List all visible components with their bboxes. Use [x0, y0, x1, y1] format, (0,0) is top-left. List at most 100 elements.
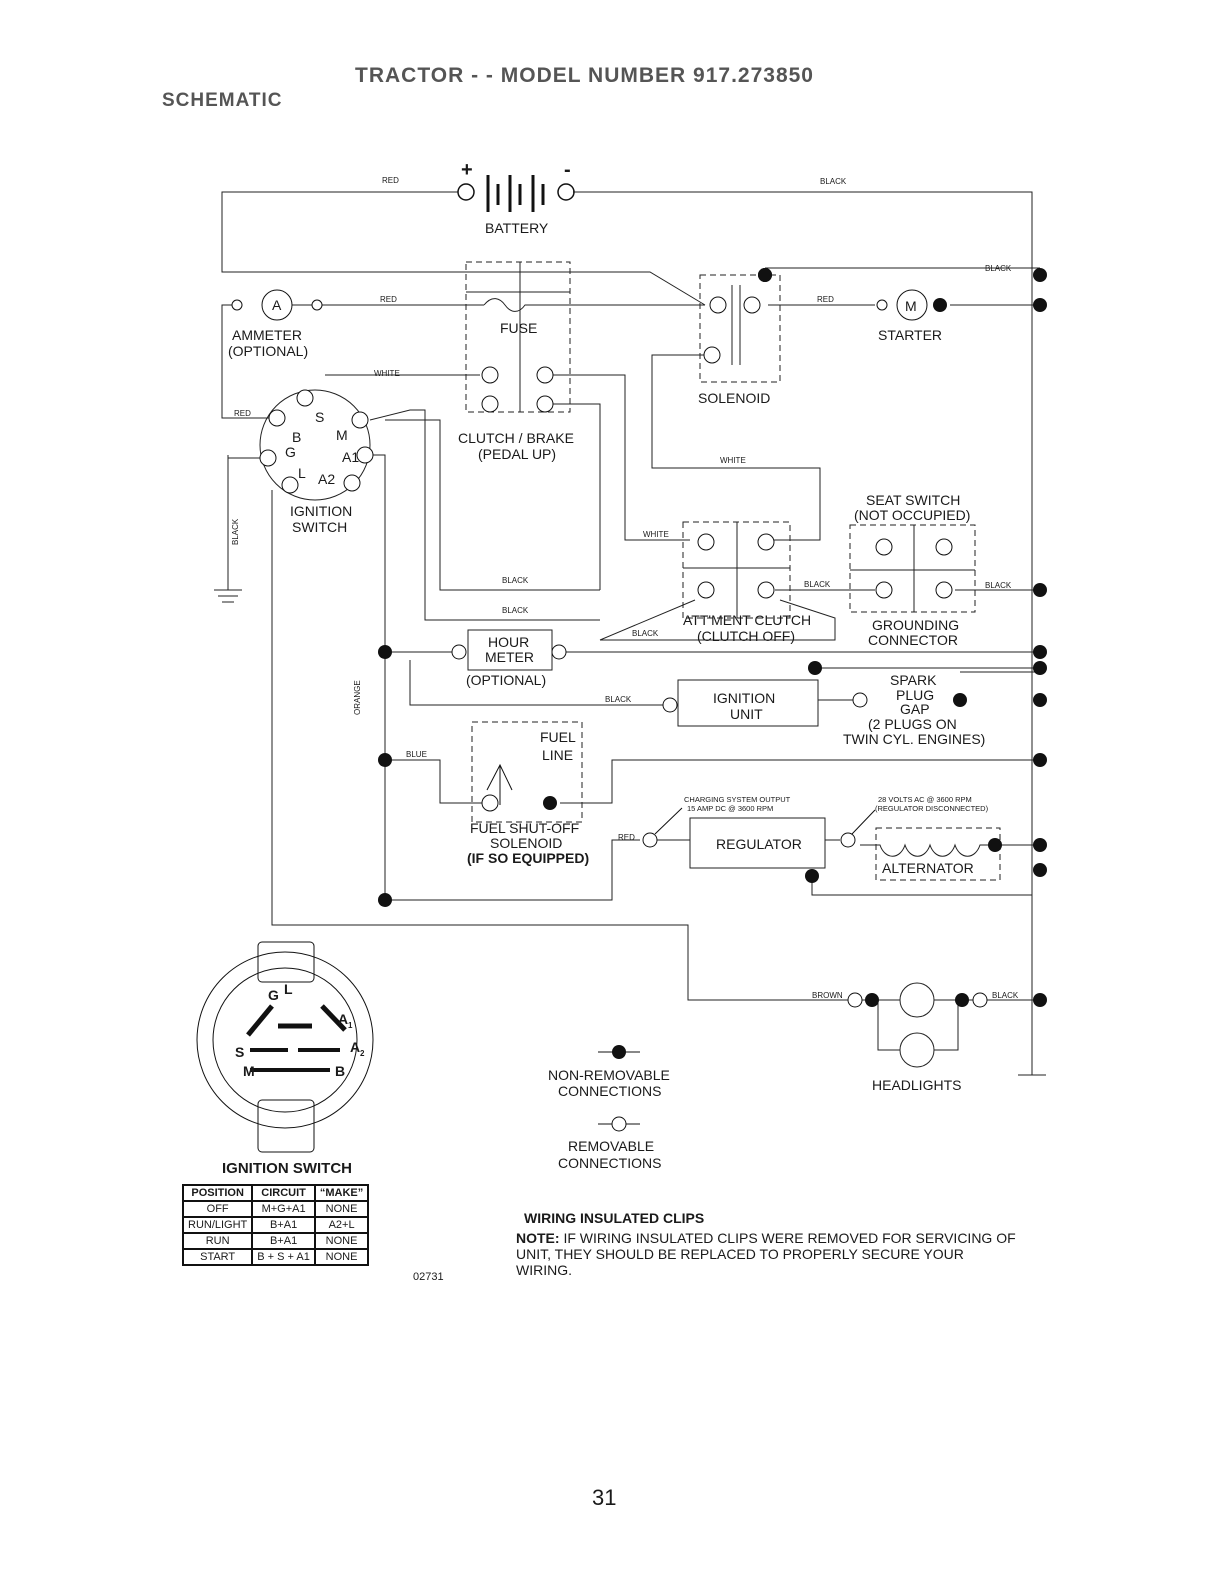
wire-label-black-unit: BLACK [605, 695, 632, 704]
terminal-b: B [292, 429, 301, 445]
wire-label-red-battery: RED [382, 176, 399, 185]
starter-motor-icon [896, 289, 928, 321]
hour-meter-optional: (OPTIONAL) [466, 672, 546, 688]
hour-meter-label-1: HOUR [488, 634, 529, 650]
fuel-solenoid-label-1: FUEL SHUT-OFF [470, 820, 579, 836]
spark-label-5: TWIN CYL. ENGINES) [843, 731, 985, 747]
terminal-l: L [298, 465, 306, 481]
wire-label-black-ground: BLACK [985, 581, 1012, 590]
charging-label-1: CHARGING SYSTEM OUTPUT [684, 795, 791, 804]
ignition-switch-label-1: IGNITION [290, 503, 352, 519]
wire-label-red-b: RED [234, 409, 251, 418]
non-removable-legend-dot [612, 1045, 626, 1059]
ignition-switch-label-2: SWITCH [292, 519, 347, 535]
regulator-label: REGULATOR [716, 836, 802, 852]
legend-removable-1: REMOVABLE [568, 1138, 654, 1154]
face-a1: A [338, 1011, 348, 1027]
ignition-switch-face [196, 941, 374, 1153]
charging-label-2: 15 AMP DC @ 3600 RPM [687, 804, 773, 813]
fuel-line-label-2: LINE [542, 747, 573, 763]
table-row: RUN B+A1 NONE [181, 1232, 370, 1250]
clips-note: NOTE: IF WIRING INSULATED CLIPS WERE REM… [516, 1230, 1016, 1278]
starter-label: STARTER [878, 327, 942, 343]
wire-label-black-seat: BLACK [804, 580, 831, 589]
spark-label-1: SPARK [890, 672, 937, 688]
face-b: B [335, 1063, 345, 1079]
wire-label-red-starter: RED [817, 295, 834, 304]
face-m: M [243, 1063, 255, 1079]
fuel-solenoid-label-2: SOLENOID [490, 835, 562, 851]
wire-label-black-lights: BLACK [992, 991, 1019, 1000]
clips-title: WIRING INSULATED CLIPS [524, 1210, 705, 1226]
spark-label-4: (2 PLUGS ON [868, 716, 957, 732]
hour-meter-label-2: METER [485, 649, 534, 665]
wire-label-white-top: WHITE [374, 369, 400, 378]
grounding-label-2: CONNECTOR [868, 632, 958, 648]
note-label: NOTE: [516, 1230, 560, 1246]
ignition-table-title: IGNITION SWITCH [222, 1160, 352, 1177]
face-l: L [284, 981, 293, 997]
wire-label-red-reg: RED [618, 833, 635, 842]
pedal-up-label: (PEDAL UP) [478, 446, 556, 462]
wire-label-black-2: BLACK [502, 606, 529, 615]
alternator-label: ALTERNATOR [882, 860, 974, 876]
volts-label-1: 28 VOLTS AC @ 3600 RPM [878, 795, 972, 804]
wire-label-red-ammeter: RED [380, 295, 397, 304]
note-text: IF WIRING INSULATED CLIPS WERE REMOVED F… [516, 1230, 1016, 1278]
non-removable-dots [378, 268, 1047, 1007]
attment-clutch-label: ATT'MENT CLUTCH [683, 612, 811, 628]
clutch-brake-label: CLUTCH / BRAKE [458, 430, 574, 446]
table-header: “MAKE” [313, 1184, 370, 1202]
battery-minus: - [564, 159, 571, 181]
red-battery-wire [221, 191, 706, 306]
volts-label-2: (REGULATOR DISCONNECTED) [875, 804, 989, 813]
face-a2: A [350, 1039, 360, 1055]
page-number: 31 [592, 1485, 617, 1510]
terminal-m: M [336, 427, 348, 443]
face-s: S [235, 1044, 244, 1060]
not-occupied-label: (NOT OCCUPIED) [854, 507, 970, 523]
face-a1-sub: 1 [348, 1021, 353, 1030]
wire-label-black-battery: BLACK [820, 177, 847, 186]
fuse-label: FUSE [500, 320, 537, 336]
fuel-line-label-1: FUEL [540, 729, 576, 745]
terminal-s: S [315, 409, 324, 425]
wire-label-white-clutch: WHITE [643, 530, 669, 539]
ignition-unit-label-1: IGNITION [713, 690, 775, 706]
spark-label-2: PLUG [896, 687, 934, 703]
ammeter-icon [261, 289, 293, 321]
ignition-unit-label-2: UNIT [730, 706, 763, 722]
terminal-g: G [285, 444, 296, 460]
terminal-a2: A2 [318, 471, 335, 487]
wire-label-black-1: BLACK [502, 576, 529, 585]
page-title: TRACTOR - - MODEL NUMBER 917.273850 [355, 64, 814, 87]
table-row: OFF M+G+A1 NONE [181, 1200, 370, 1218]
diagram-code: 02731 [413, 1271, 444, 1283]
legend-non-removable-2: CONNECTIONS [558, 1083, 661, 1099]
spark-label-3: GAP [900, 701, 930, 717]
fuel-solenoid-label-3: (IF SO EQUIPPED) [467, 850, 589, 866]
legend-non-removable-1: NON-REMOVABLE [548, 1067, 670, 1083]
face-g: G [268, 987, 279, 1003]
legend-removable-2: CONNECTIONS [558, 1155, 661, 1171]
removable-legend-dot [611, 1116, 627, 1132]
ammeter-to-b-wire [221, 304, 277, 419]
black-battery-wire [573, 191, 1033, 1010]
grounding-label-1: GROUNDING [872, 617, 959, 633]
table-header: POSITION [181, 1184, 254, 1202]
solenoid-label: SOLENOID [698, 390, 770, 406]
table-header: CIRCUIT [251, 1184, 316, 1202]
wire-label-black-starter: BLACK [985, 264, 1012, 273]
ignition-switch-table: POSITION CIRCUIT “MAKE” OFF M+G+A1 NONE … [181, 1184, 370, 1266]
table-row: START B + S + A1 NONE [181, 1248, 370, 1266]
wire-label-orange: ORANGE [353, 680, 362, 715]
battery-label: BATTERY [485, 220, 549, 236]
headlights-label: HEADLIGHTS [872, 1077, 961, 1093]
face-a2-sub: 2 [360, 1049, 365, 1058]
section-subtitle: SCHEMATIC [162, 90, 283, 111]
ammeter-label: AMMETER [232, 327, 302, 343]
terminal-a1: A1 [342, 449, 359, 465]
starter-letter: M [905, 298, 917, 314]
seat-switch-label: SEAT SWITCH [866, 492, 960, 508]
